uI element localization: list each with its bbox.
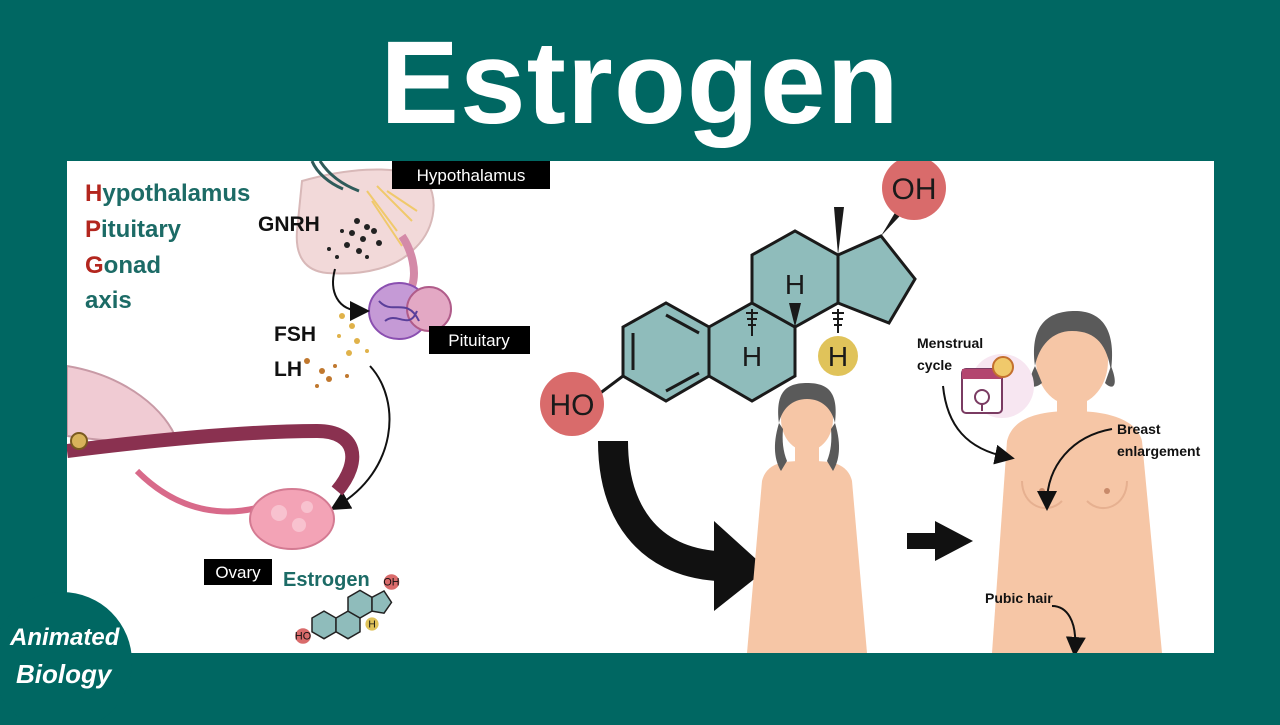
svg-text:Hypothalamus: Hypothalamus <box>417 166 526 185</box>
small-right-arrow <box>907 521 973 561</box>
hpg-p-rest: ituitary <box>101 216 182 243</box>
hpg-axis-text: Hypothalamus Pituitary Gonad axis <box>85 180 250 314</box>
small-estrogen-molecule: HO OH H <box>295 574 400 644</box>
estrogen-molecule: HO OH H H H <box>540 161 946 436</box>
hypothalamus-label-box: Hypothalamus <box>392 161 550 189</box>
svg-text:H: H <box>368 620 375 631</box>
hpg-h-rest: ypothalamus <box>102 180 250 207</box>
breast-arrow <box>1037 428 1113 511</box>
diagram-svg: Hypothalamus Pituitary Gonad axis <box>67 161 1201 653</box>
h-label-top: H <box>785 269 805 300</box>
estrogen-small-label: Estrogen <box>283 569 370 591</box>
menstrual-label-1: Menstrual <box>917 335 983 351</box>
hpg-h-letter: H <box>85 180 102 207</box>
svg-text:HO: HO <box>295 631 311 643</box>
logo-line1: Animated <box>9 624 121 651</box>
breast-label-2: enlargement <box>1117 443 1201 459</box>
h-circle <box>818 336 858 376</box>
uterus-ovary-illustration <box>67 364 360 550</box>
oh-label: OH <box>892 173 937 206</box>
menstrual-arrow <box>942 385 1015 465</box>
diagram-panel: Hypothalamus Pituitary Gonad axis <box>67 161 1214 653</box>
oh-circle <box>882 161 946 220</box>
hpg-g-letter: G <box>85 252 104 279</box>
menstrual-calendar-icon <box>961 354 1034 418</box>
ho-circle <box>540 372 604 436</box>
big-curved-arrow <box>598 440 767 611</box>
page-title: Estrogen <box>380 17 900 149</box>
logo-line2: Biology <box>16 659 113 689</box>
svg-text:Pituitary: Pituitary <box>85 216 182 243</box>
lh-label: LH <box>274 358 302 381</box>
ho-label: HO <box>550 389 595 422</box>
hpg-g-rest: onad <box>104 252 161 279</box>
fsh-lh-dots <box>304 313 369 388</box>
gnrh-label: GNRH <box>258 213 320 236</box>
pubic-hair-arrow <box>1051 605 1086 653</box>
svg-text:Ovary: Ovary <box>215 563 261 582</box>
woman-figure <box>992 311 1162 653</box>
animated-biology-logo: Animated Biology <box>0 590 140 725</box>
hpg-p-letter: P <box>85 216 101 243</box>
hpg-axis: axis <box>85 287 132 314</box>
svg-text:OH: OH <box>383 577 399 589</box>
svg-text:Hypothalamus: Hypothalamus <box>85 180 250 207</box>
svg-text:Pituitary: Pituitary <box>448 331 510 350</box>
h-label-right: H <box>828 341 848 372</box>
gnrh-arrow <box>332 268 370 321</box>
pubic-hair-label: Pubic hair <box>985 590 1053 606</box>
ovary-label-box: Ovary <box>204 559 272 585</box>
svg-text:Gonad: Gonad <box>85 252 161 279</box>
fsh-label: FSH <box>274 323 316 346</box>
pituitary-label-box: Pituitary <box>429 326 530 354</box>
menstrual-label-2: cycle <box>917 357 952 373</box>
h-label-left: H <box>742 341 762 372</box>
pituitary-to-ovary-arrow <box>330 365 391 511</box>
breast-label-1: Breast <box>1117 421 1161 437</box>
girl-figure <box>747 383 867 653</box>
